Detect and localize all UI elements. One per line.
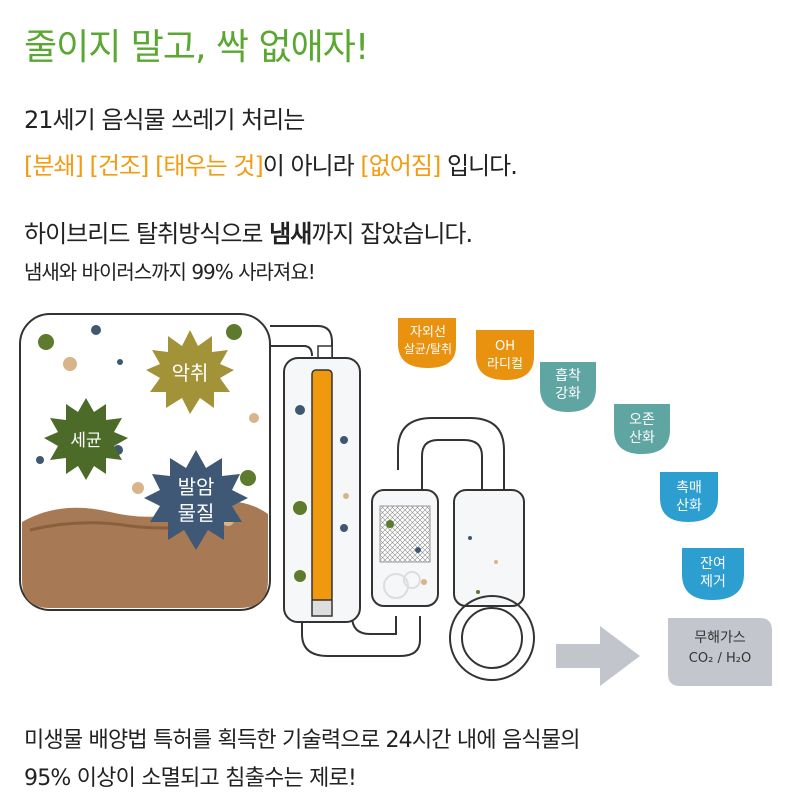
uv-lamp-tube: [283, 345, 361, 623]
step-5-label-2: 산화: [676, 498, 702, 514]
deodorize-pre: 하이브리드 탈취방식으로: [24, 220, 264, 248]
food-waste-container: [19, 313, 271, 611]
filter-cartridge-2: [453, 489, 525, 607]
step-5-label-1: 촉매: [676, 480, 702, 496]
result-label-2: CO₂ / H₂O: [689, 651, 751, 666]
intro-connector: 이 아니라: [262, 152, 355, 180]
process-illustration: 악취 세균 발암 물질: [19, 313, 772, 686]
odor-label: 악취: [172, 361, 209, 385]
step-6-label-2: 제거: [700, 574, 726, 590]
keyword-drying: [건조]: [89, 152, 150, 180]
step-1-label-2: 살균/탈취: [404, 342, 452, 356]
step-2-label-2: 라디컬: [487, 357, 523, 372]
keyword-grinding: [분쇄]: [24, 152, 84, 180]
carcinogen-label-1: 발암: [178, 475, 215, 499]
patent-line: 미생물 배양법 특허를 획득한 기술력으로 24시간 내에 음식물의: [24, 728, 581, 753]
headline: 줄이지 말고, 싹 없애자!: [24, 27, 369, 68]
bacteria-germ: 세균: [44, 398, 128, 480]
step-1-label-1: 자외선: [410, 325, 446, 340]
step-5-drop: 촉매 산화: [660, 472, 718, 522]
step-2-drop: OH 라디컬: [476, 330, 534, 380]
result-line: 95% 이상이 소멸되고 침출수는 제로!: [24, 766, 357, 791]
step-2-label-1: OH: [495, 339, 515, 354]
keyword-disappear: [없어짐]: [360, 152, 441, 180]
keyword-burning: [태우는 것]: [155, 152, 264, 180]
intro-line-1: 21세기 음식물 쓰레기 처리는: [24, 106, 305, 134]
step-4-drop: 오존 산화: [614, 404, 670, 454]
deodorize-post: 까지 잡았습니다.: [311, 220, 473, 248]
step-4-label-1: 오존: [629, 412, 655, 428]
deodorize-line: 하이브리드 탈취방식으로 냄새까지 잡았습니다.: [24, 214, 473, 249]
carcinogen-germ: 발암 물질: [144, 450, 248, 550]
carcinogen-label-2: 물질: [178, 501, 215, 525]
output-arrow-icon: [556, 626, 640, 686]
intro-line-2: [분쇄] [건조] [태우는 것]이 아니라 [없어짐] 입니다.: [24, 146, 518, 181]
virus-line: 냄새와 바이러스까지 99% 사라져요!: [24, 260, 316, 284]
step-4-label-2: 산화: [629, 430, 655, 446]
filter-cartridge-1: [371, 489, 439, 607]
deodorize-bold: 냄새: [269, 220, 312, 248]
odor-germ: 악취: [146, 330, 234, 414]
particles: [36, 324, 259, 526]
loop-pipe: [449, 595, 535, 681]
step-6-drop: 잔여 제거: [682, 548, 744, 600]
step-1-drop: 자외선 살균/탈취: [398, 318, 456, 368]
step-3-label-1: 흡착: [555, 368, 581, 384]
result-box: 무해가스 CO₂ / H₂O: [668, 618, 772, 686]
step-3-drop: 흡착 강화: [540, 362, 596, 412]
bacteria-label: 세균: [70, 431, 101, 451]
result-label-1: 무해가스: [694, 630, 746, 646]
step-3-label-2: 강화: [555, 386, 581, 402]
step-6-label-1: 잔여: [700, 556, 726, 572]
intro-ending: 입니다.: [446, 152, 518, 180]
